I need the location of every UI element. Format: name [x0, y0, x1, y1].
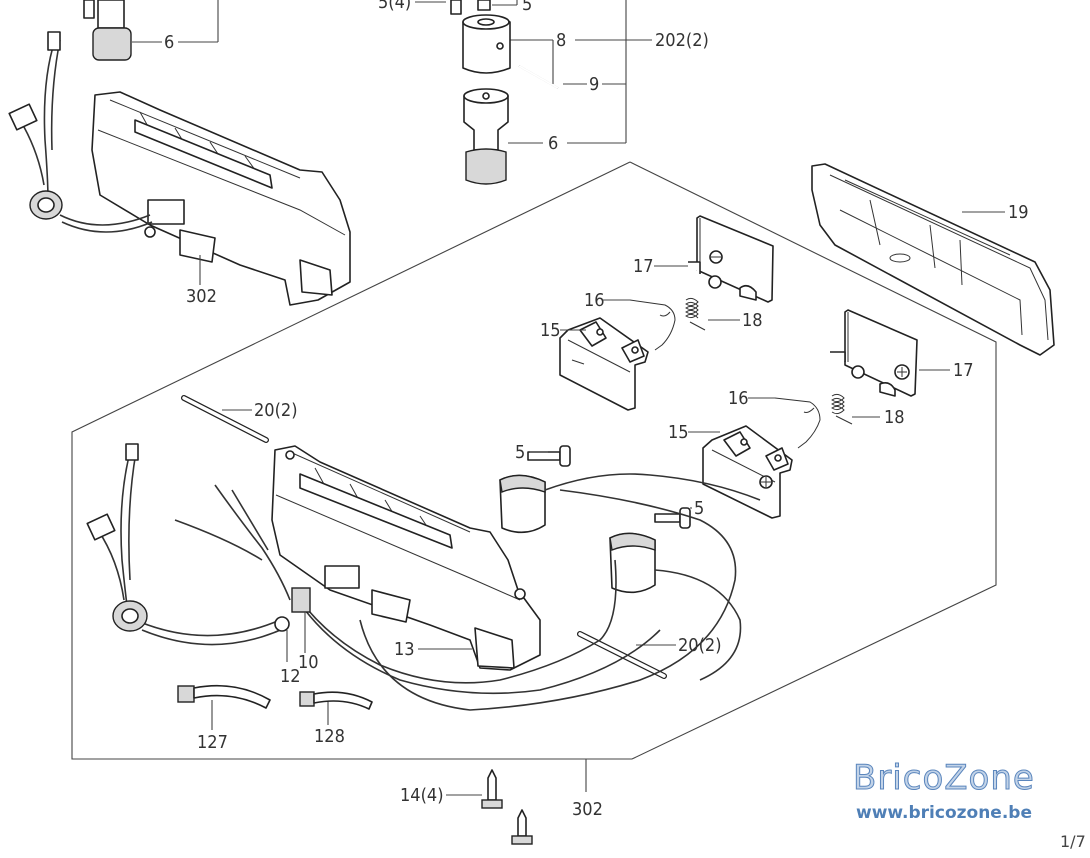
motor-housing-main [271, 445, 541, 671]
label-128: 128 [314, 726, 345, 747]
pin-20-upper [181, 395, 269, 443]
label-12: 12 [280, 666, 301, 687]
label-8: 8 [556, 30, 566, 51]
label-15-upper: 15 [540, 320, 561, 341]
label-18-lower: 18 [884, 407, 905, 428]
housing-19 [811, 163, 1055, 356]
coupling-6-center [463, 88, 509, 185]
coupling-8 [450, 0, 511, 74]
watermark-url[interactable]: www.bricozone.be [856, 803, 1032, 823]
label-20-upper: 20(2) [254, 400, 298, 421]
contact-15-lower [702, 425, 793, 519]
spring-16-upper [629, 299, 676, 351]
spring-18-upper [685, 297, 706, 331]
label-17-upper: 17 [633, 256, 654, 277]
brush-holder-lower [609, 532, 656, 594]
terminal-plate-upper [688, 215, 774, 303]
label-6-center: 6 [548, 133, 558, 154]
label-17-lower: 17 [953, 360, 974, 381]
label-16-upper: 16 [584, 290, 605, 311]
label-16-lower: 16 [728, 388, 749, 409]
label-lines-main [211, 612, 482, 796]
label-14-4: 14(4) [400, 785, 444, 806]
wires-main [86, 443, 761, 711]
label-15-lower: 15 [668, 422, 689, 443]
coupling-6-left [83, 0, 132, 61]
label-302-bottom: 302 [572, 799, 603, 820]
exploded-frame [71, 161, 997, 792]
screw-14-upper [481, 769, 503, 809]
brush-holder-upper [499, 474, 546, 534]
label-lines-upper [560, 265, 740, 331]
cable-tie-127 [177, 684, 271, 709]
watermark-logo: BricoZone [853, 758, 1035, 799]
motor-housing-top-left [91, 91, 351, 306]
spring-18-lower [831, 393, 853, 425]
label-302-top: 302 [186, 286, 217, 307]
cable-tie-128 [299, 691, 373, 710]
label-5-top: 5 [522, 0, 532, 15]
label-5-4: 5(4) [378, 0, 411, 13]
page-number: 1/7 [1060, 832, 1086, 851]
label-18-upper: 18 [742, 310, 763, 331]
label-10: 10 [298, 652, 319, 673]
label-127: 127 [197, 732, 228, 753]
label-13: 13 [394, 639, 415, 660]
part-labels: 6 5(4) 5 8 202(2) 9 6 302 19 17 16 18 15… [164, 0, 1029, 820]
spring-16-lower [774, 397, 821, 449]
label-202: 202(2) [655, 30, 709, 51]
top-bracket-lines [132, 0, 652, 144]
label-19: 19 [1008, 202, 1029, 223]
label-6-left: 6 [164, 32, 174, 53]
screw-5-upper [527, 445, 571, 467]
wires-top-left [8, 31, 153, 233]
label-20-lower: 20(2) [678, 635, 722, 656]
label-9: 9 [589, 74, 599, 95]
contact-15-upper [559, 317, 649, 411]
pin-9 [518, 65, 559, 89]
label-lines-lower [688, 369, 950, 433]
label-5-lower: 5 [694, 498, 704, 519]
label-5-upper: 5 [515, 442, 525, 463]
screw-14-lower [511, 809, 533, 845]
terminal-plate-lower [830, 309, 918, 397]
screw-5-lower [654, 507, 692, 529]
